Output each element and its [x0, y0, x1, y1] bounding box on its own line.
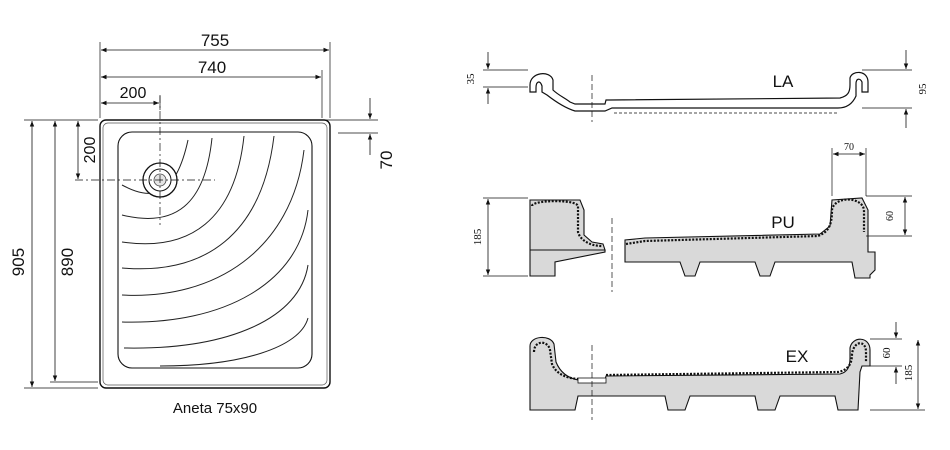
- profile-pu-top-dim-label: 70: [844, 142, 854, 153]
- dimension-drain-y: 200: [75, 121, 99, 179]
- profile-ex-right-dimension-large: 185: [870, 340, 925, 411]
- profile-ex: EX 60 185: [529, 322, 925, 420]
- tray-basin: [117, 131, 313, 369]
- profile-pu-fill: [529, 197, 876, 279]
- dim-width-inner-label: 740: [198, 58, 226, 77]
- profile-la-left-dimension: 35: [465, 52, 528, 104]
- profile-ex-surface: [532, 341, 868, 381]
- dimension-width-inner: 740: [101, 58, 323, 118]
- profile-la-left-dim-label: 35: [465, 73, 477, 85]
- profile-ex-right-dimension-small: 60: [870, 322, 902, 384]
- profile-la-right-dim-label: 95: [917, 83, 929, 95]
- profile-pu: PU 185 70 60: [472, 142, 912, 292]
- dim-depth-inner-label: 890: [58, 248, 77, 276]
- dim-width-outer-label: 755: [201, 31, 229, 50]
- profile-pu-left-dim-label: 185: [472, 228, 484, 245]
- dim-drain-y-label: 200: [82, 137, 99, 164]
- profile-pu-surface: [530, 198, 866, 248]
- profile-ex-right-large-label: 185: [903, 364, 915, 381]
- dim-depth-outer-label: 905: [9, 248, 28, 276]
- profile-la-label: LA: [773, 72, 794, 91]
- profile-pu-right-dimension: 60: [866, 195, 912, 237]
- plan-caption: Aneta 75x90: [173, 400, 257, 417]
- profile-pu-left-dimension: 185: [472, 197, 528, 277]
- profile-la-right-dimension: 95: [862, 50, 929, 128]
- dimension-depth-inner: 890: [50, 121, 98, 383]
- profile-la-shape: [529, 71, 869, 112]
- profile-ex-label: EX: [786, 347, 809, 366]
- profile-pu-label: PU: [771, 213, 795, 232]
- dimension-depth-outer: 905: [9, 119, 98, 389]
- plan-view: 755 740 200 905 890 200: [9, 31, 396, 417]
- dimension-drain-x: 200: [101, 85, 161, 110]
- profile-pu-top-dimension: 70: [831, 142, 867, 196]
- profile-ex-fill: [529, 336, 871, 411]
- profile-la: LA 35 95: [465, 50, 929, 128]
- profile-pu-right-dim-label: 60: [885, 211, 896, 221]
- dimension-rim: 70: [320, 98, 396, 169]
- profile-ex-right-small-label: 60: [881, 347, 893, 359]
- dim-drain-x-label: 200: [120, 85, 147, 102]
- dimension-width-outer: 755: [99, 31, 331, 118]
- tray-inner-line: [102, 122, 328, 386]
- tray-ribs: [121, 135, 309, 367]
- dim-rim-label: 70: [377, 151, 396, 170]
